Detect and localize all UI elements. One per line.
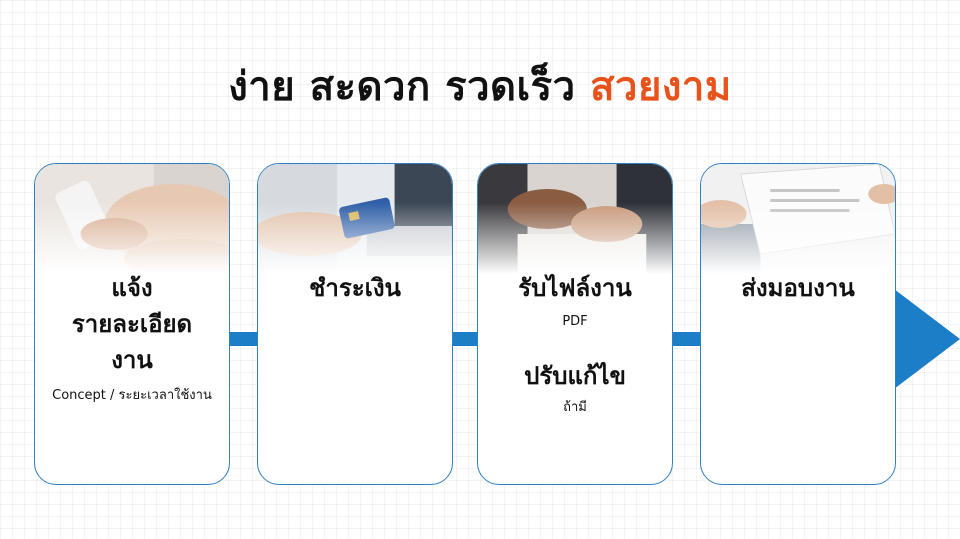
- step-subtitle: PDF: [562, 314, 588, 329]
- flow-connector-1: [229, 332, 257, 346]
- headline: ง่าย สะดวก รวดเร็ว สวยงาม: [0, 54, 960, 118]
- flow-arrow-icon: [894, 289, 960, 389]
- step-title: รับไฟล์งาน: [518, 274, 632, 302]
- step-title: ชำระเงิน: [309, 274, 401, 302]
- flow-connector-2: [452, 332, 477, 346]
- handshake-photo: [478, 164, 672, 274]
- credit-card-laptop-photo: [258, 164, 452, 274]
- step-subtitle: Concept / ระยะเวลาใช้งาน: [52, 388, 212, 403]
- step-card-deliver: ส่งมอบงาน: [700, 163, 896, 485]
- flow-connector-3: [671, 332, 700, 346]
- step-subtitle-secondary: ถ้ามี: [563, 400, 587, 415]
- step-title: ส่งมอบงาน: [741, 274, 855, 302]
- step-card-payment: ชำระเงิน: [257, 163, 453, 485]
- step-card-inform-details: แจ้ง รายละเอียด งาน Concept / ระยะเวลาใช…: [34, 163, 230, 485]
- headline-accent: สวยงาม: [590, 64, 732, 110]
- document-handover-photo: [701, 164, 895, 274]
- headline-text: ง่าย สะดวก รวดเร็ว: [228, 64, 576, 110]
- step-title: แจ้ง รายละเอียด งาน: [71, 274, 193, 374]
- step-card-receive-file: รับไฟล์งาน PDF ปรับแก้ไข ถ้ามี: [477, 163, 673, 485]
- hand-phone-photo: [35, 164, 229, 274]
- step-title-secondary: ปรับแก้ไข: [524, 362, 626, 390]
